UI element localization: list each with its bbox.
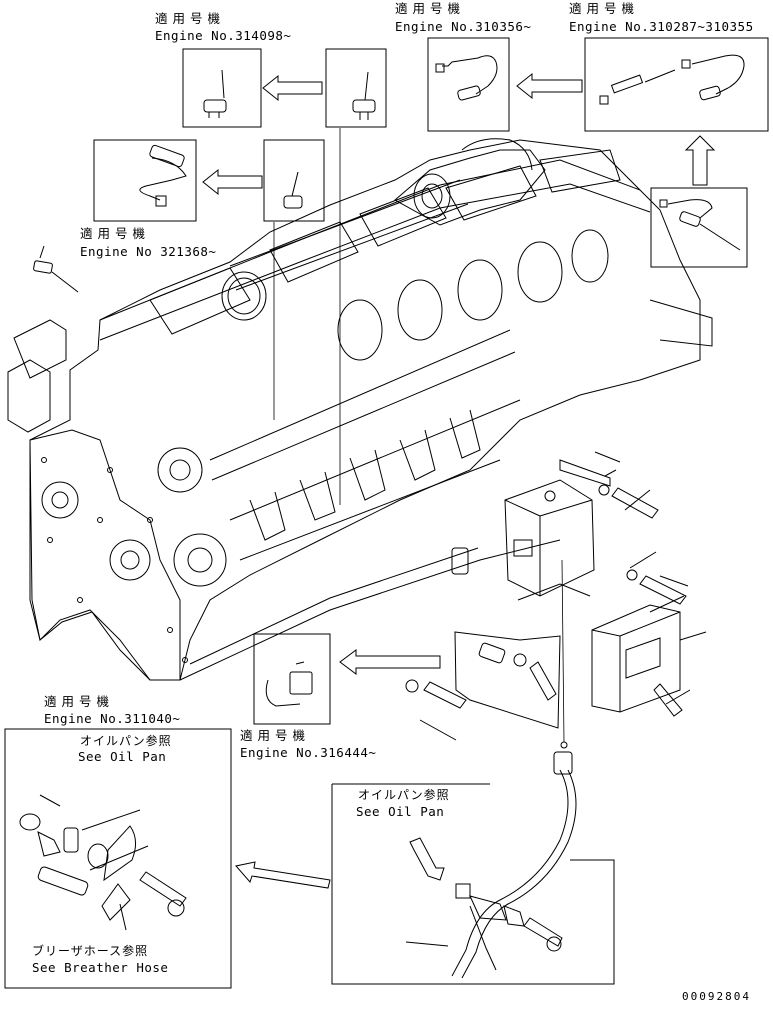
applicable-label-314098: 適用号機 [155,11,226,26]
drawing-number: 00092804 [682,990,751,1003]
inset-box-310356 [428,38,509,131]
small-parts-cluster [406,632,560,740]
breather-ref-jp: ブリーザホース参照 [32,944,149,958]
engine-label-314098: Engine No.314098~ [155,28,292,43]
inset-box-center-top [326,49,386,127]
sensor-left [33,246,78,292]
arrow-left-top [263,76,322,100]
oil-pan-ref-jp-left: オイルパン参照 [80,734,172,748]
arrow-up-right [686,136,714,185]
inset-box-left-mid [94,140,196,221]
oil-pan-ref-jp-right: オイルパン参照 [358,788,450,802]
engine-label-321368: Engine No 321368~ [80,244,217,259]
applicable-label-316444: 適用号機 [240,728,311,743]
inset-box-center-mid [264,140,324,221]
arrow-left-bottom-center [340,650,440,674]
applicable-label-310287: 適用号機 [569,1,640,16]
engine-label-311040: Engine No.311040~ [44,711,181,726]
engine-label-310287: Engine No.310287~310355 [569,19,754,34]
engine-label-310356: Engine No.310356~ [395,19,532,34]
oil-pan-ref-en-left: See Oil Pan [78,749,167,764]
arrow-left-lower [203,170,262,194]
arrow-left-bottom [236,862,330,888]
inset-box-311040 [5,729,231,988]
breather-ref-en: See Breather Hose [32,960,169,975]
inset-box-right-mid [651,188,747,267]
engine-label-316444: Engine No.316444~ [240,745,377,760]
arrow-left-mid [517,74,582,98]
inset-box-316444 [254,634,330,724]
applicable-label-321368: 適用号機 [80,226,151,241]
inset-box-314098 [183,49,261,127]
applicable-label-310356: 適用号機 [395,1,466,16]
bracket-assembly [452,452,706,716]
applicable-label-311040: 適用号機 [44,694,115,709]
inset-box-oil-pipe [332,752,614,984]
inset-box-310287 [585,38,768,131]
oil-pan-ref-en-right: See Oil Pan [356,804,445,819]
engine-block [8,139,712,680]
